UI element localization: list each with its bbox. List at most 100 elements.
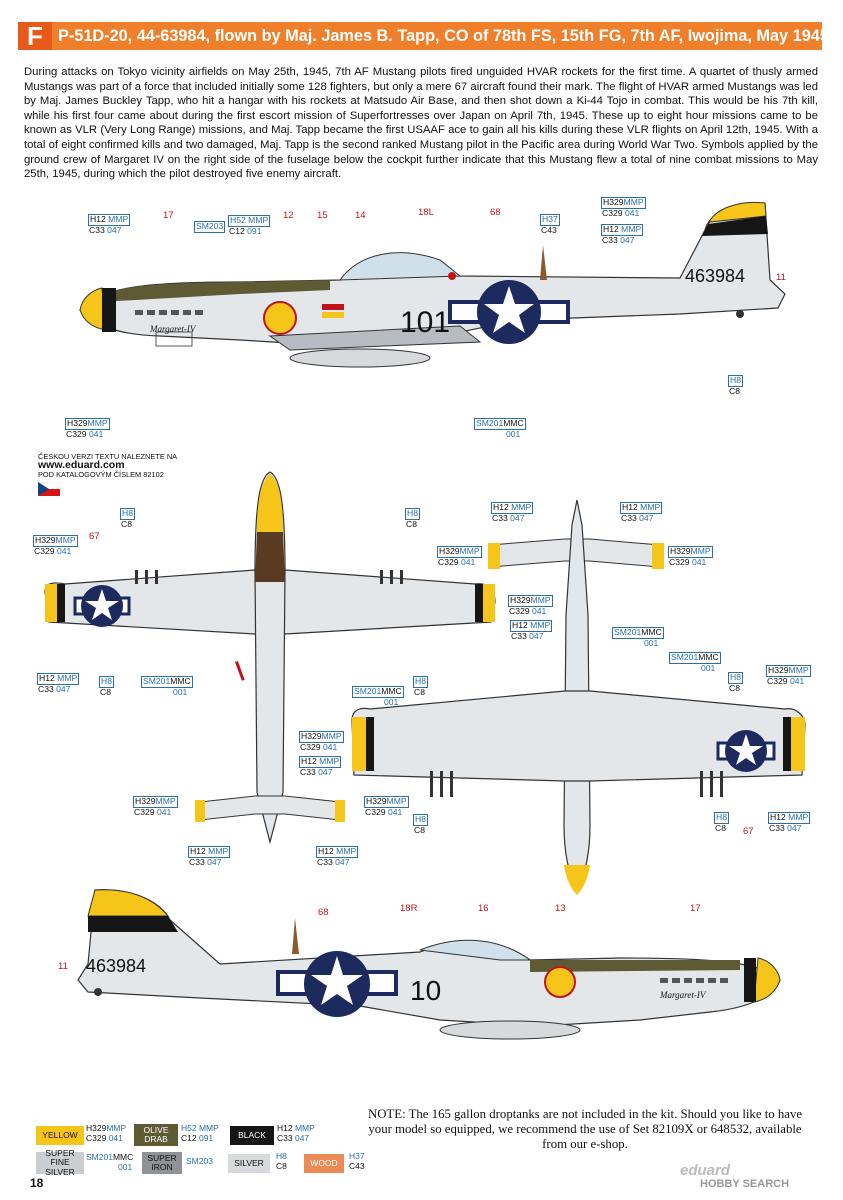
left-side-profile: 101 463984 Margaret-IV [79,201,786,368]
kill-flag [448,272,456,280]
paint-code-h8-top-b: H8 C8 [405,508,420,529]
paint-code-h52: H52 MMP C12 091 [228,215,271,236]
paint-code-h8-top-d: H8 C8 [413,676,428,697]
canopy-right [419,939,532,961]
callout-18r: 18R [400,903,418,914]
tail-serial-text: 463984 [685,266,745,286]
callout-18l: 18L [418,207,434,218]
fuselage-code-right: 10 [410,975,441,1006]
tail-tip-yellow-right [87,889,170,917]
paint-code-h12-under-b: H12 MMP C33 047 [620,502,663,523]
callout-12: 12 [283,210,294,221]
paint-code-h329-tail: H329MMP C329 041 [601,197,646,218]
canopy [339,252,462,281]
kill-markings [322,304,344,310]
czech-flag-icon [37,481,61,496]
paint-code-h8-left: H8 C8 [728,375,743,396]
callout-16: 16 [478,903,489,914]
czech-url[interactable]: www.eduard.com [38,459,125,471]
fuselage-code-text: 101 [400,306,450,339]
tail-band-black [702,216,768,236]
tail-serial-right: 463984 [86,956,146,976]
page-header: F P-51D-20, 44-63984, flown by Maj. Jame… [18,22,829,50]
rockets-under [430,771,723,797]
paint-code-h12: H12 MMP C33 047 [88,214,131,235]
paint-code-h329-top: H329MMP C329 041 [33,535,78,556]
czech-line-2: POD KATALOGOVÝM ČÍSLEM 82102 [38,470,164,479]
tail-band-black-right [88,916,178,932]
nickname-text: Margaret-IV [149,324,197,334]
profile-letter: F [18,22,52,50]
olive-panel-right [530,960,740,972]
legend-super-iron-swatch: SUPER IRON [142,1152,182,1174]
top-view [44,471,496,845]
paint-code-h329-top-tail: H329MMP C329 041 [299,731,344,752]
olive-top-panel [255,532,285,582]
eduard-logo: eduard [680,1162,731,1179]
paint-code-h12-top: H12 MMP C33 047 [37,673,80,694]
nose-art-right [544,966,576,998]
droptank-note: NOTE: The 165 gallon droptanks are not i… [367,1107,803,1151]
legend-wood-codes: H37 C43 [349,1151,365,1171]
paint-code-h8-under-a: H8 C8 [728,672,743,693]
panel-grid [155,331,193,347]
callout-67-top: 67 [89,531,100,542]
page-number: 18 [30,1176,44,1190]
callout-17-left: 17 [163,210,174,221]
nickname-right: Margaret-IV [659,990,707,1000]
callout-67-under: 67 [743,826,754,837]
legend-olive-codes: H52 MMP C12 091 [181,1123,219,1143]
rockets-top [135,570,403,584]
paint-code-sm201-under-a: SM201MMC 001 [612,627,664,648]
paint-code-h8-top-a: H8 C8 [120,508,135,529]
paint-code-h12-under-a: H12 MMP C33 047 [491,502,534,523]
paint-code-sm201-under-b: SM201MMC 001 [669,652,721,673]
right-side-profile: 463984 10 Margaret-IV [77,889,781,1040]
paint-code-h8-top-e: H8 C8 [413,814,428,835]
paint-code-h329-tp-left: H329MMP C329 041 [133,796,178,817]
paint-code-h12-tp-left: H12 MMP C33 047 [188,846,231,867]
paint-code-h12-tp-right: H12 MMP C33 047 [316,846,359,867]
callout-68-right: 68 [318,907,329,918]
droptank-left-view [289,348,431,368]
paint-code-h12-under-c: H12 MMP C33 047 [510,620,553,641]
spinner-yellow-right [753,957,781,1003]
olive-drab-panel [100,280,330,302]
under-view [351,499,806,895]
callout-15: 15 [317,210,328,221]
legend-black-codes: H12 MMP C33 047 [277,1123,315,1143]
nose-band-black [102,288,116,332]
paint-code-sm201-left: SM201MMC 001 [474,418,526,439]
legend-yellow-swatch: YELLOW [36,1126,84,1145]
legend-yellow-codes: H329MMP C329 041 [86,1123,127,1143]
nose-art-shark [263,301,297,335]
legend-silver-codes: H8 C8 [276,1151,287,1171]
paint-code-h329-tp-right: H329MMP C329 041 [364,796,409,817]
exhaust-stacks-right [660,978,728,983]
exhaust-stacks [135,310,203,315]
paint-code-h37: H37 C43 [540,214,560,235]
paint-code-sm201-top-b: SM201MMC 001 [352,686,404,707]
paint-code-h12-under-d: H12 MMP C33 047 [768,812,811,833]
legend-super-fine-silver-swatch: SUPER FINE SILVER [36,1148,84,1177]
nose-yellow-top [257,474,283,532]
paint-code-h329-under-d: H329MMP C329 041 [766,665,811,686]
insignia-star [484,286,534,333]
czech-line-1: ČESKOU VERZI TEXTU NALEZNETE NA [38,452,178,461]
paint-code-h12-tail: H12 MMP C33 047 [601,224,644,245]
paint-code-sm201-top: SM201MMC 001 [141,676,193,697]
legend-silver-swatch: SILVER [228,1154,270,1173]
hobby-search-watermark: HOBBY SEARCH [700,1178,790,1190]
paint-code-h329-under-c: H329MMP C329 041 [508,595,553,616]
callout-13: 13 [555,903,566,914]
wingtip-yellow-left [45,584,57,622]
callout-68-left: 68 [490,207,501,218]
callout-14: 14 [355,210,366,221]
czech-version-note: ČESKOU VERZI TEXTU NALEZNETE NA www.edua… [37,452,178,498]
callout-11-left: 11 [776,272,786,283]
paint-code-h329-under-b: H329MMP C329 041 [668,546,713,567]
paint-code-h8-top-c: H8 C8 [99,676,114,697]
wingtip-yellow-right [483,584,495,622]
paint-code-h12-top-tail: H12 MMP C33 047 [299,756,342,777]
legend-sfs-codes: SM201MMC 001 [86,1152,134,1172]
